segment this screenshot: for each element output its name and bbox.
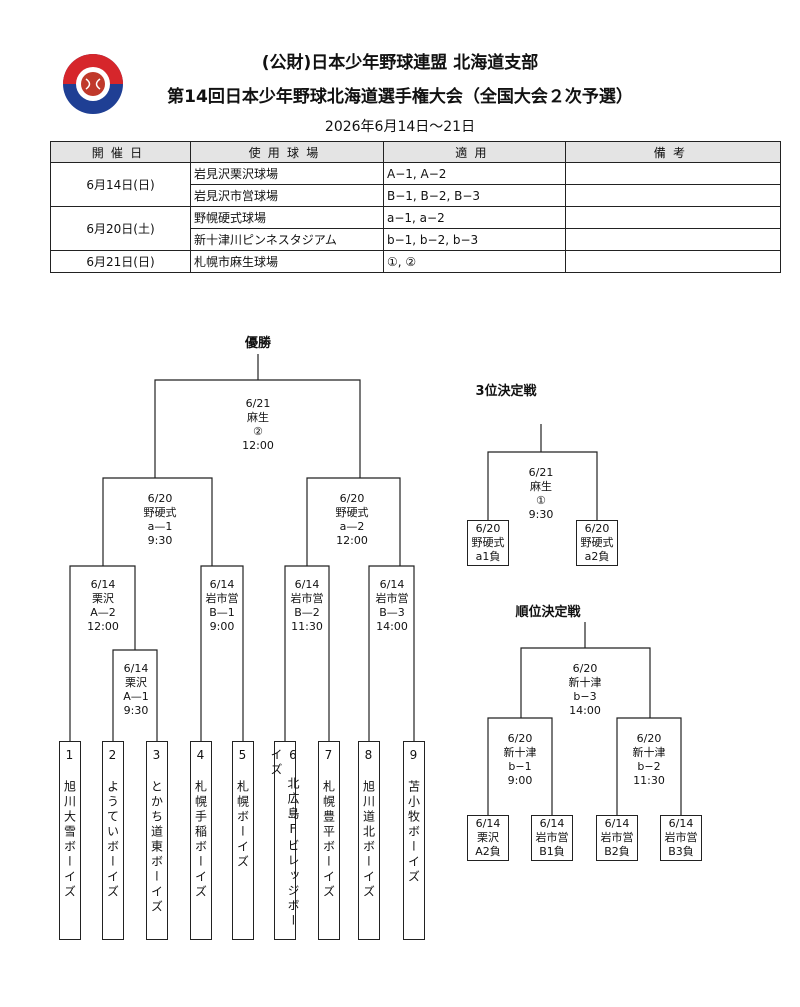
date-cell: 6月20日(土) [50, 206, 191, 251]
col-header-venue: 使用球場 [190, 141, 384, 163]
table-row: 6月20日(土) 野幌硬式球場 a−1, a−2 [50, 206, 781, 251]
semi-left-game-info: 6/20 野硬式 a—1 9:30 [143, 492, 177, 548]
third-place-left-box: 6/20 野硬式 a1負 [467, 520, 509, 566]
placement-final-info: 6/20 新十津 b−3 14:00 [568, 662, 602, 718]
team-6: 6 北広島Fビレッジボーイズ [269, 741, 300, 940]
games-cell: b−1, b−2, b−3 [383, 228, 566, 251]
team-5: 5 札幌ボーイズ [232, 741, 254, 940]
table-row: 6月21日(日) 札幌市麻生球場 ①, ② [50, 250, 781, 273]
placement-box-b1: 6/14 岩市営 B1負 [531, 815, 573, 861]
placement-box-a2: 6/14 栗沢 A2負 [467, 815, 509, 861]
game-b1-info: 6/14 岩市営 B—1 9:00 [205, 578, 239, 634]
placement-box-b2: 6/14 岩市営 B2負 [596, 815, 638, 861]
col-header-notes: 備考 [565, 141, 781, 163]
col-header-games: 適用 [383, 141, 566, 163]
placement-left-info: 6/20 新十津 b−1 9:00 [503, 732, 537, 788]
team-3: 3 とかち道東ボーイズ [146, 741, 168, 940]
venue-cell: 野幌硬式球場 [190, 206, 384, 229]
semi-right-game-info: 6/20 野硬式 a—2 12:00 [335, 492, 369, 548]
game-b3-info: 6/14 岩市営 B—3 14:00 [375, 578, 409, 634]
tournament-dates: 2026年6月14日〜21日 [324, 119, 476, 135]
table-header-row: 開催日 使用球場 適用 備考 [50, 141, 781, 163]
col-header-date: 開催日 [50, 141, 191, 163]
third-place-right-box: 6/20 野硬式 a2負 [576, 520, 618, 566]
table-row: 新十津川ピンネスタジアム b−1, b−2, b−3 [51, 228, 781, 251]
placement-label: 順位決定戦 [515, 605, 581, 620]
final-game-info: 6/21 麻生 ② 12:00 [242, 397, 274, 453]
game-b2-info: 6/14 岩市営 B—2 11:30 [290, 578, 324, 634]
third-place-game-info: 6/21 麻生 ① 9:30 [528, 466, 554, 522]
team-1: 1 旭川大雪ボーイズ [59, 741, 81, 940]
team-7: 7 札幌豊平ボーイズ [318, 741, 340, 940]
table-row: 岩見沢市営球場 B−1, B−2, B−3 [51, 184, 781, 207]
page-title-organization: (公財)日本少年野球連盟 北海道支部 [261, 53, 539, 73]
team-9: 9 苫小牧ボーイズ [403, 741, 425, 940]
games-cell: A−1, A−2 [383, 162, 566, 185]
page-title-tournament: 第14回日本少年野球北海道選手権大会（全国大会２次予選） [167, 87, 633, 107]
game-a2-info: 6/14 栗沢 A—2 12:00 [87, 578, 119, 634]
venue-cell: 札幌市麻生球場 [190, 250, 384, 273]
third-place-label: 3位決定戦 [475, 384, 537, 399]
game-a1-info: 6/14 栗沢 A—1 9:30 [123, 662, 149, 718]
notes-cell [565, 250, 781, 273]
schedule-table: 開催日 使用球場 適用 備考 6月14日(日) 岩見沢栗沢球場 A−1, A−2… [50, 141, 781, 273]
games-cell: ①, ② [383, 250, 566, 273]
team-2: 2 ようていボーイズ [102, 741, 124, 940]
placement-right-info: 6/20 新十津 b−2 11:30 [632, 732, 666, 788]
boys-league-logo [63, 54, 123, 114]
team-4: 4 札幌手稲ボーイズ [190, 741, 212, 940]
champion-label: 優勝 [244, 336, 272, 351]
team-8: 8 旭川道北ボーイズ [358, 741, 380, 940]
date-cell: 6月21日(日) [50, 250, 191, 273]
placement-box-b3: 6/14 岩市営 B3負 [660, 815, 702, 861]
